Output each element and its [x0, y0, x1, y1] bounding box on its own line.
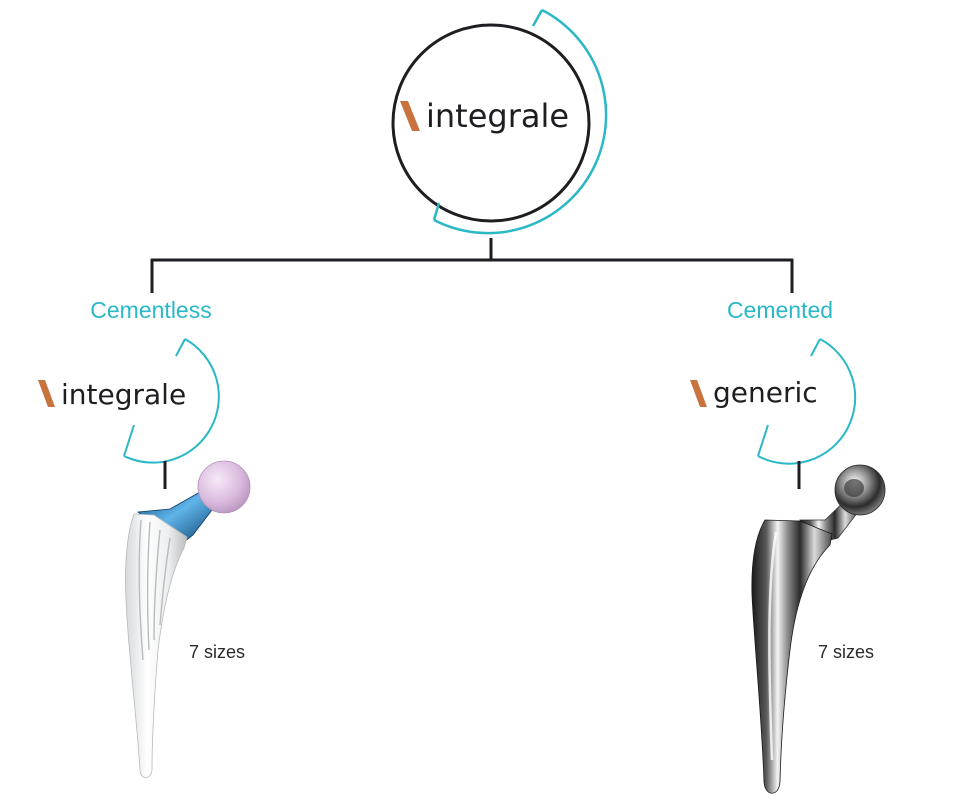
cemented-sizes-label: 7 sizes [818, 642, 874, 662]
cementless-implant-image [125, 460, 251, 778]
cementless-sizes-label: 7 sizes [189, 642, 245, 662]
stem-groove [146, 521, 151, 651]
logo-mark-icon [400, 101, 420, 131]
cementless-brand-name: integrale [61, 378, 186, 411]
root-brand-name: integrale [426, 97, 569, 135]
cemented-logo: generic [690, 376, 818, 409]
root-logo: integrale [400, 97, 569, 135]
stem-groove [153, 529, 161, 641]
implant-ball-head [197, 460, 251, 514]
cementless-arc-end-bottom [123, 424, 135, 457]
stem-highlight [768, 531, 778, 761]
stem-groove [138, 519, 144, 661]
cemented-arc-end-top [810, 338, 821, 357]
branch-label-cemented: Cemented [727, 297, 833, 323]
logo-mark-icon [38, 380, 55, 407]
root-accent-arc-end-bottom [432, 202, 441, 221]
logo-mark-icon [690, 380, 707, 407]
branch-cemented: Cemented generic 7 sizes [690, 297, 886, 794]
cementless-accent-arc [123, 338, 220, 464]
branch-cementless: Cementless integrale 7 sizes [38, 297, 251, 778]
branch-label-cementless: Cementless [90, 297, 211, 323]
cemented-arc-end-bottom [757, 424, 769, 457]
root-accent-arc-end-top [531, 9, 544, 27]
implant-stem [125, 513, 188, 778]
stem-groove [159, 537, 171, 626]
cemented-accent-arc [757, 338, 857, 465]
cementless-logo: integrale [38, 378, 186, 411]
root-circle [391, 23, 591, 223]
root-node: integrale [391, 8, 608, 235]
cemented-brand-name: generic [713, 376, 818, 409]
head-reflection [844, 479, 864, 497]
cementless-arc-end-top [175, 338, 186, 357]
tree-connectors [150, 238, 794, 293]
cemented-implant-image [751, 464, 886, 794]
root-accent-arc [433, 8, 608, 235]
